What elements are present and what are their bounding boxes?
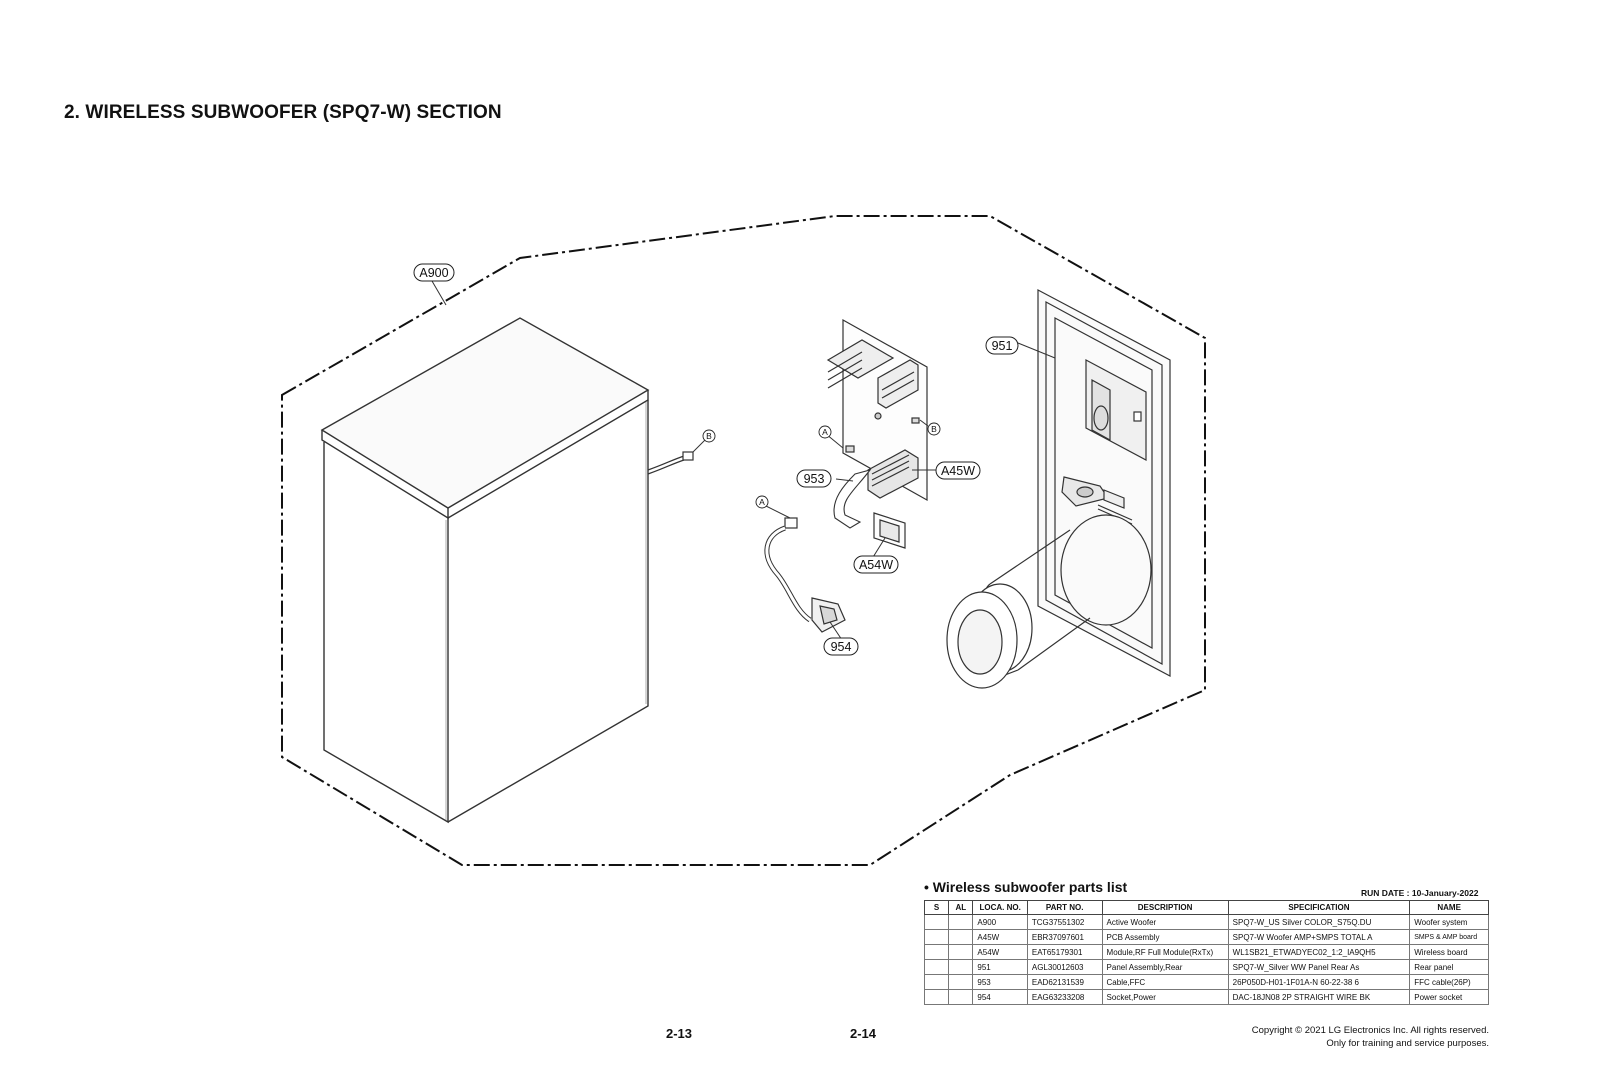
- cell-desc: Cable,FFC: [1101, 974, 1229, 990]
- svg-text:B: B: [931, 424, 937, 434]
- column-header: NAME: [1409, 900, 1489, 915]
- column-header: DESCRIPTION: [1101, 900, 1229, 915]
- column-header: LOCA. NO.: [972, 900, 1028, 915]
- column-header: PART NO.: [1026, 900, 1103, 915]
- main-pcb: [826, 318, 928, 502]
- cell-desc: Module,RF Full Module(RxTx): [1101, 944, 1229, 960]
- cell-s: [923, 974, 950, 990]
- connector-letter-a-socket: A: [755, 495, 769, 509]
- cell-s: [923, 944, 950, 960]
- cell-al: [948, 929, 974, 945]
- cell-desc: Socket,Power: [1101, 989, 1229, 1005]
- copyright-notice: Copyright © 2021 LG Electronics Inc. All…: [1252, 1024, 1489, 1050]
- cell-part: EBR37097601: [1026, 929, 1103, 945]
- svg-text:A: A: [822, 427, 828, 437]
- cell-spec: SPQ7-W Woofer AMP+SMPS TOTAL A: [1227, 929, 1411, 945]
- cell-loca: A900: [972, 914, 1028, 930]
- callout-951: 951: [985, 336, 1019, 355]
- table-row: 953 EAD62131539 Cable,FFC 26P050D-H01-1F…: [923, 974, 1489, 990]
- parts-table: S AL LOCA. NO. PART NO. DESCRIPTION SPEC…: [923, 900, 1489, 1005]
- cell-spec: DAC-18JN08 2P STRAIGHT WIRE BK: [1227, 989, 1411, 1005]
- svg-text:A900: A900: [419, 266, 448, 280]
- callout-954: 954: [823, 637, 859, 656]
- cell-al: [948, 989, 974, 1005]
- ffc-cable: [833, 469, 872, 529]
- callout-953: 953: [796, 469, 832, 488]
- table-row: 954 EAG63233208 Socket,Power DAC-18JN08 …: [923, 989, 1489, 1005]
- cell-al: [948, 944, 974, 960]
- callout-a45w: A45W: [935, 461, 981, 480]
- cell-spec: SPQ7-W_Silver WW Panel Rear As: [1227, 959, 1411, 975]
- cell-desc: Panel Assembly,Rear: [1101, 959, 1229, 975]
- cabinet-wire: [647, 451, 694, 475]
- table-row: A45W EBR37097601 PCB Assembly SPQ7-W Woo…: [923, 929, 1489, 945]
- power-socket-cable: [764, 517, 846, 633]
- callout-a900: A900: [413, 263, 455, 282]
- cell-s: [923, 929, 950, 945]
- assembly-boundary: [281, 215, 1206, 866]
- column-header: AL: [948, 900, 974, 915]
- rf-module: [873, 512, 906, 549]
- table-row: A54W EAT65179301 Module,RF Full Module(R…: [923, 944, 1489, 960]
- svg-text:A: A: [759, 497, 765, 507]
- cell-loca: 953: [972, 974, 1028, 990]
- rear-panel: [946, 289, 1171, 689]
- cell-s: [923, 989, 950, 1005]
- cell-s: [923, 959, 950, 975]
- cell-part: EAT65179301: [1026, 944, 1103, 960]
- parts-list-heading: • Wireless subwoofer parts list: [924, 879, 1128, 895]
- cell-al: [948, 959, 974, 975]
- connector-letter-b-pcb: B: [927, 422, 941, 436]
- usage-line: Only for training and service purposes.: [1326, 1038, 1489, 1049]
- cell-spec: SPQ7-W_US Silver COLOR_S75Q.DU: [1227, 914, 1411, 930]
- cell-loca: 951: [972, 959, 1028, 975]
- cell-loca: 954: [972, 989, 1028, 1005]
- cell-name: Wireless board: [1409, 944, 1489, 960]
- cell-al: [948, 914, 974, 930]
- table-row: 951 AGL30012603 Panel Assembly,Rear SPQ7…: [923, 959, 1489, 975]
- copyright-line: Copyright © 2021 LG Electronics Inc. All…: [1251, 1025, 1489, 1036]
- table-row: A900 TCG37551302 Active Woofer SPQ7-W_US…: [923, 914, 1489, 930]
- callout-a54w: A54W: [853, 555, 899, 574]
- cell-part: AGL30012603: [1026, 959, 1103, 975]
- cell-part: TCG37551302: [1026, 914, 1103, 930]
- cell-name: SMPS & AMP board: [1409, 929, 1489, 945]
- cell-name: Power socket: [1409, 989, 1489, 1005]
- cell-loca: A45W: [972, 929, 1028, 945]
- cell-loca: A54W: [972, 944, 1028, 960]
- cell-desc: PCB Assembly: [1101, 929, 1229, 945]
- column-header: SPECIFICATION: [1227, 900, 1411, 915]
- table-header-row: S AL LOCA. NO. PART NO. DESCRIPTION SPEC…: [923, 900, 1489, 915]
- svg-text:951: 951: [992, 339, 1013, 353]
- cell-name: Woofer system: [1409, 914, 1489, 930]
- woofer-cabinet: [320, 317, 650, 824]
- svg-text:954: 954: [831, 640, 852, 654]
- cell-spec: 26P050D-H01-1F01A-N 60-22-38 6: [1227, 974, 1411, 990]
- cell-desc: Active Woofer: [1101, 914, 1229, 930]
- page-number-left: 2-13: [666, 1026, 693, 1041]
- cell-part: EAG63233208: [1026, 989, 1103, 1005]
- connector-letter-a-pcb: A: [818, 425, 832, 439]
- section-title: 2. WIRELESS SUBWOOFER (SPQ7-W) SECTION: [64, 102, 502, 123]
- cell-spec: WL1SB21_ETWADYEC02_1:2_IA9QH5: [1227, 944, 1411, 960]
- cell-al: [948, 974, 974, 990]
- svg-text:B: B: [706, 431, 712, 441]
- cell-name: FFC cable(26P): [1409, 974, 1489, 990]
- svg-text:953: 953: [804, 472, 825, 486]
- svg-text:A54W: A54W: [859, 558, 893, 572]
- cell-part: EAD62131539: [1026, 974, 1103, 990]
- run-date: RUN DATE : 10-January-2022: [1361, 888, 1479, 898]
- svg-text:A45W: A45W: [941, 464, 975, 478]
- cell-s: [923, 914, 950, 930]
- column-header: S: [923, 900, 950, 915]
- cell-name: Rear panel: [1409, 959, 1489, 975]
- connector-letter-b-cabinet: B: [702, 429, 716, 443]
- page-number-right: 2-14: [850, 1026, 877, 1041]
